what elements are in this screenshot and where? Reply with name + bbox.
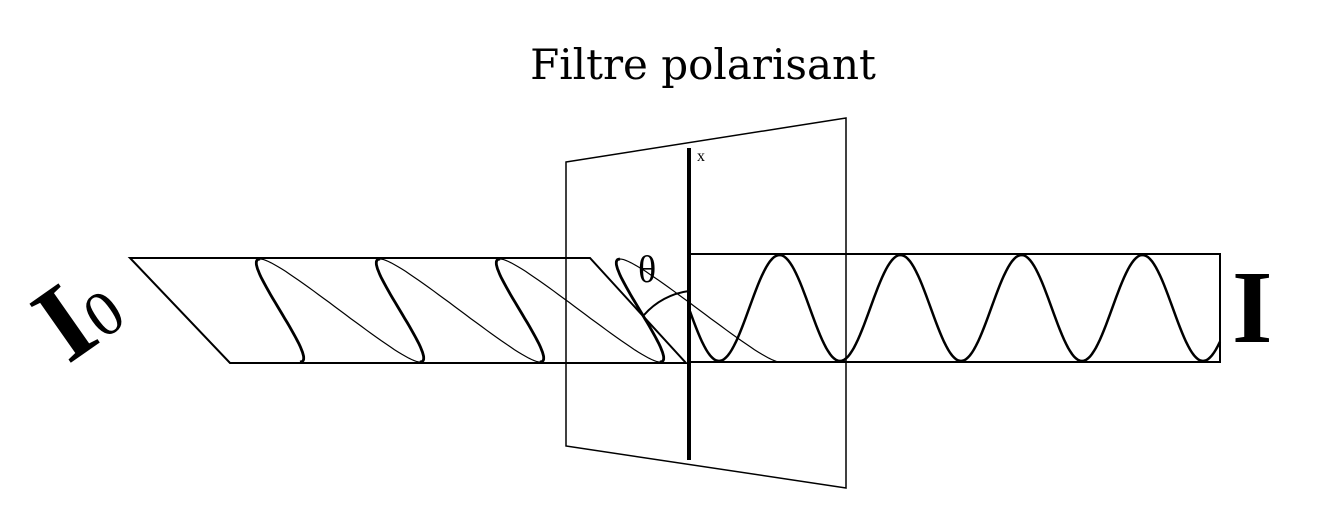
incident-wave-segment <box>254 257 306 364</box>
transmitted-wave <box>688 253 1222 363</box>
angle-arc <box>643 290 690 316</box>
incident-wave-segment <box>259 258 421 363</box>
incident-wave-segment <box>499 258 661 363</box>
polarizing-filter <box>565 117 847 489</box>
incident-wave-segment <box>614 257 666 364</box>
incident-wave-segment <box>619 258 781 363</box>
transmitted-wave-plane <box>688 253 1221 363</box>
incident-wave-segment <box>494 257 546 364</box>
axis-label: x <box>697 148 705 165</box>
incident-wave-segment <box>374 257 426 364</box>
angle-label: θ <box>638 249 657 291</box>
diagram-title: Filtre polarisant <box>530 40 876 89</box>
incident-wave <box>254 257 781 364</box>
incident-wave-plane <box>127 257 689 364</box>
transmitted-intensity-label: I <box>1232 250 1273 365</box>
incident-wave-segment <box>379 258 541 363</box>
